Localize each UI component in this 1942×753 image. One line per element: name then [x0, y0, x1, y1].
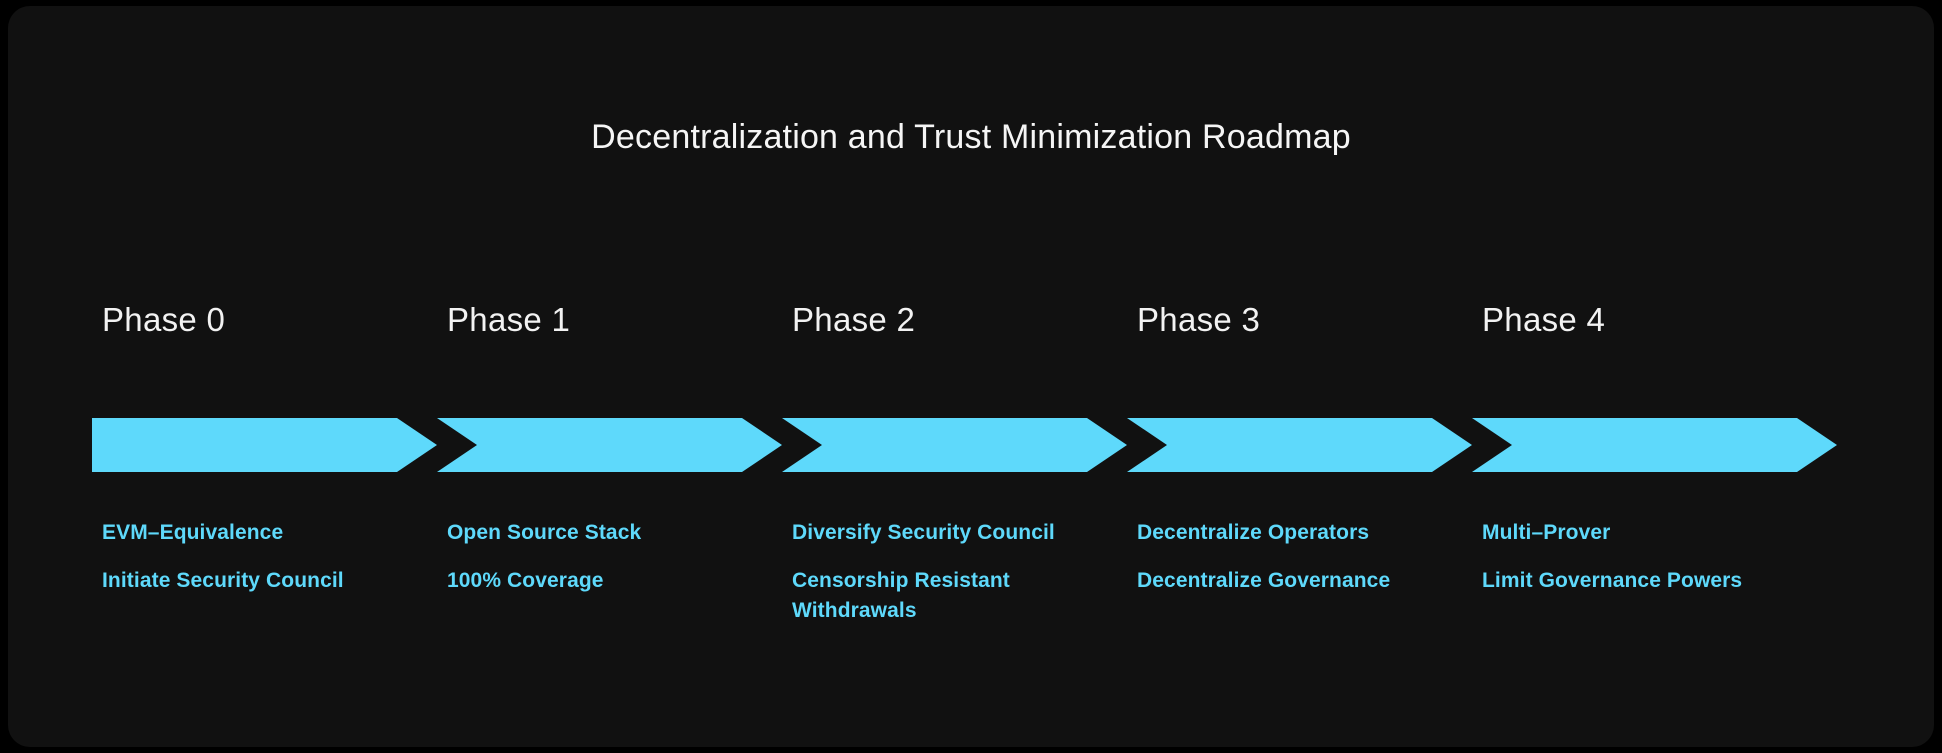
- phase-arrow-4: [1472, 414, 1837, 476]
- phase-heading-0: Phase 0: [102, 301, 226, 338]
- phase-item: Censorship Resistant Withdrawals: [792, 569, 1010, 622]
- phase-items-1: Open Source Stack 100% Coverage: [447, 518, 777, 596]
- phase-item: Diversify Security Council: [792, 521, 1055, 544]
- phase-heading-3: Phase 3: [1137, 301, 1261, 338]
- phase-arrow-3: [1127, 414, 1472, 476]
- phase-heading-1: Phase 1: [447, 301, 571, 338]
- roadmap-panel: Decentralization and Trust Minimization …: [8, 6, 1934, 747]
- phase-item: Initiate Security Council: [102, 569, 344, 592]
- phase-heading-4: Phase 4: [1482, 301, 1606, 338]
- phase-arrow-0: [92, 414, 437, 476]
- phase-item: Decentralize Operators: [1137, 521, 1370, 544]
- phase-item: EVM–Equivalence: [102, 521, 284, 544]
- page-title: Decentralization and Trust Minimization …: [591, 118, 1351, 156]
- chevron-icon: [782, 418, 1127, 472]
- phase-item: Decentralize Governance: [1137, 569, 1391, 592]
- phase-item: Limit Governance Powers: [1482, 569, 1743, 592]
- phase-arrow-1: [437, 414, 782, 476]
- chevron-icon: [1472, 418, 1837, 472]
- chevron-icon: [437, 418, 782, 472]
- phase-item: Multi–Prover: [1482, 521, 1611, 544]
- chevron-icon: [92, 418, 437, 472]
- phase-column-1: Phase 1 Open Source Stack 100% Coverage: [437, 6, 782, 747]
- phase-item: 100% Coverage: [447, 569, 604, 592]
- phase-heading-2: Phase 2: [792, 301, 916, 338]
- phase-item: Open Source Stack: [447, 521, 642, 544]
- chevron-icon: [1127, 418, 1472, 472]
- phase-arrow-2: [782, 414, 1127, 476]
